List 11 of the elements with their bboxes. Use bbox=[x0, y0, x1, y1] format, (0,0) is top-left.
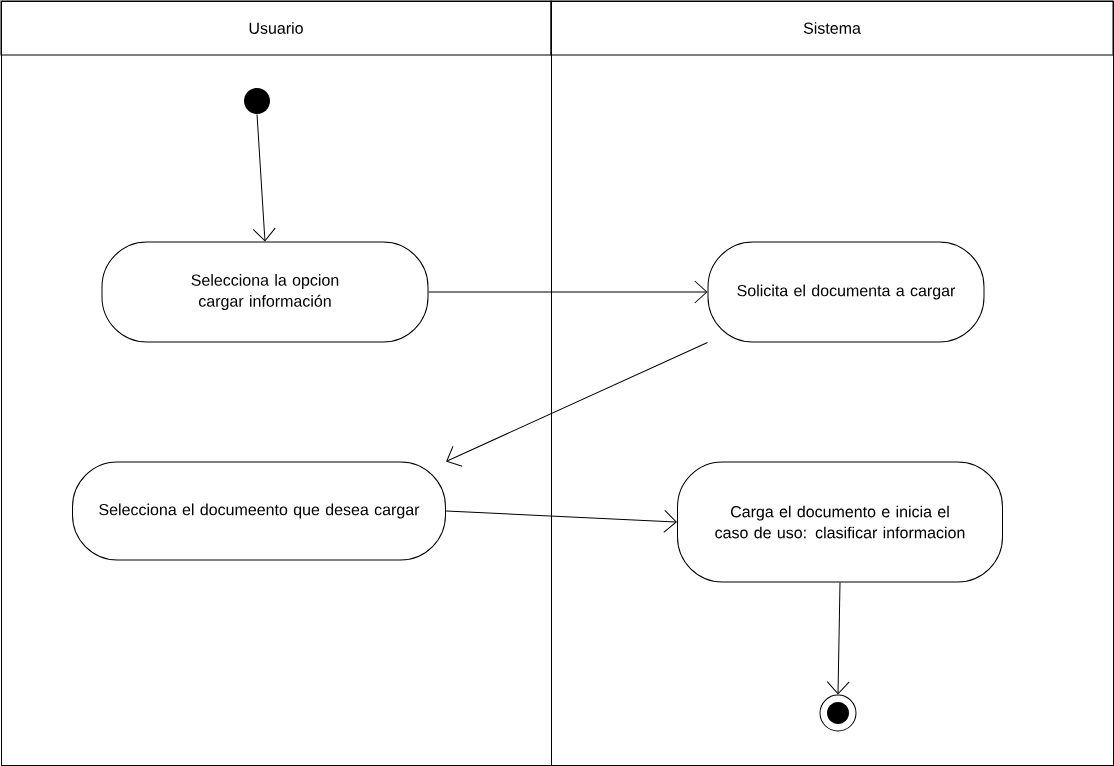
action-box: Selecciona la opcion cargar información bbox=[101, 241, 429, 343]
arrow bbox=[428, 280, 708, 304]
action-box: Carga el documento e inicia el caso de uso: clasificar informacion bbox=[677, 461, 1003, 583]
arrow bbox=[445, 509, 677, 533]
arrow bbox=[252, 114, 276, 242]
arrow bbox=[446, 342, 708, 467]
action-box: Solicita el documenta a cargar bbox=[707, 241, 985, 343]
end-node bbox=[819, 694, 857, 732]
start-node bbox=[244, 88, 270, 114]
action-box: Selecciona el documeento que desea cargar bbox=[72, 461, 446, 561]
arrow bbox=[826, 582, 850, 695]
